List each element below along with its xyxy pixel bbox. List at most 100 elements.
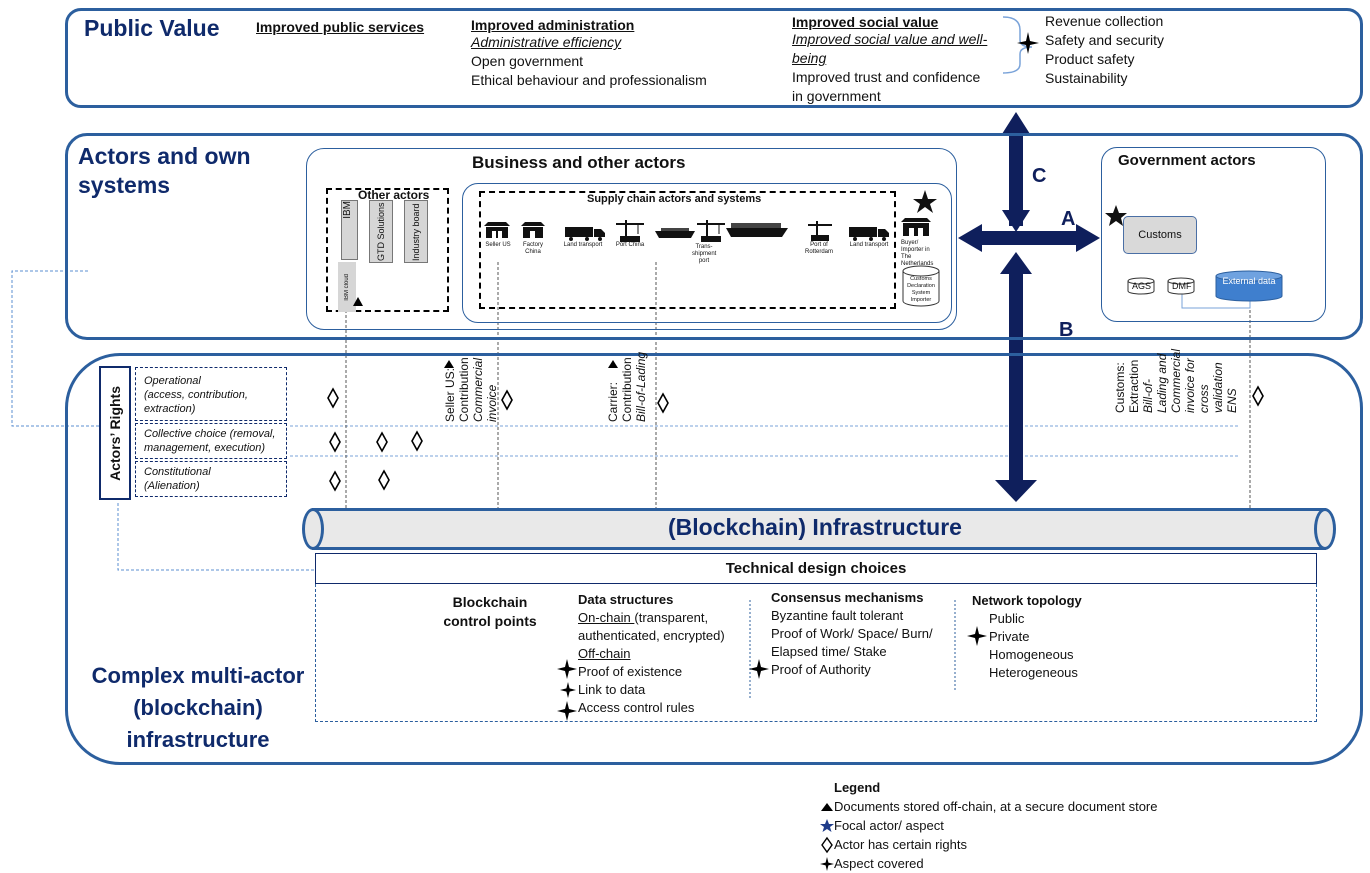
social-value-item: Improved trust and confidence xyxy=(792,69,981,85)
consensus-heading: Consensus mechanisms xyxy=(771,590,924,605)
social-value-sub: being xyxy=(792,50,827,66)
diamond-icon xyxy=(657,392,669,414)
diamond-icon xyxy=(329,431,341,453)
improved-administration-column: Improved administration Administrative e… xyxy=(471,17,707,90)
external-data-label: External data xyxy=(1222,276,1276,286)
diamond-icon xyxy=(1252,385,1264,407)
onchain-desc: (transparent, xyxy=(634,610,709,625)
carrier-rights-annotation: Carrier: Contribution Bill-of-Lading xyxy=(606,351,648,422)
topology-item: Heterogeneous xyxy=(989,665,1078,680)
legend-text: Aspect covered xyxy=(834,855,924,871)
customs-declaration-system: Customs Declaration System Importer xyxy=(907,276,935,303)
rights-level-text: extraction) xyxy=(144,403,196,415)
supply-chain-label: Port of Rotterdam xyxy=(804,242,833,255)
legend-item: Documents stored off-chain, at a secure … xyxy=(820,797,1157,816)
consensus-section: Consensus mechanisms Byzantine fault tol… xyxy=(771,589,933,679)
customs-label: Customs xyxy=(1138,229,1182,241)
business-actors-title: Business and other actors xyxy=(472,153,686,172)
consensus-item: Proof of Authority xyxy=(771,662,871,677)
annotation-line: cross xyxy=(1197,384,1211,413)
design-choices-title: Technical design choices xyxy=(725,560,907,577)
annotation-line: Carrier: xyxy=(606,381,620,422)
legend-text: Documents stored off-chain, at a secure … xyxy=(834,798,1158,814)
onchain-label: On-chain xyxy=(578,610,635,625)
crane-icon xyxy=(808,221,832,241)
public-value-goals: Revenue collection Safety and security P… xyxy=(1045,12,1164,88)
rights-level-operational: Operational (access, contribution, extra… xyxy=(135,367,287,421)
topology-item: Private xyxy=(989,629,1030,644)
legend-text: Actor has certain rights xyxy=(834,836,967,852)
legend-item: Aspect covered xyxy=(820,854,1157,873)
legend-title: Legend xyxy=(834,780,881,795)
supply-chain-label: Land transport xyxy=(563,242,603,248)
administrative-efficiency: Administrative efficiency xyxy=(471,34,622,50)
control-points-line: control points xyxy=(443,613,537,629)
infrastructure-title-line: infrastructure xyxy=(126,727,270,752)
rights-level-text: management, execution) xyxy=(144,442,266,454)
actors-title-line: Actors and own xyxy=(78,143,251,169)
building-icon xyxy=(484,222,510,238)
goal-item: Safety and security xyxy=(1045,32,1165,48)
other-actors-box xyxy=(326,188,449,312)
pipe-left-cap xyxy=(302,508,324,550)
topology-heading: Network topology xyxy=(972,593,1082,608)
rights-level-constitutional: Constitutional (Alienation) xyxy=(135,461,287,497)
data-structures-section: Data structures On-chain (transparent, a… xyxy=(578,591,725,717)
annotation-line: Commercial xyxy=(1169,348,1183,413)
other-actor-label: IBM xyxy=(342,201,353,219)
blockchain-pipe xyxy=(312,508,1326,550)
customs-rights-annotation: Customs: Extraction Bill-of- Lading and … xyxy=(1113,348,1239,413)
design-choices-body xyxy=(315,584,1317,722)
rights-level-text: Constitutional xyxy=(144,466,211,478)
crane-icon xyxy=(616,220,644,242)
rights-level-text: (access, contribution, xyxy=(144,389,248,401)
offchain-label: Off-chain xyxy=(578,646,631,661)
four-point-star-icon xyxy=(560,682,576,698)
ibm-cloud: IBM cloud xyxy=(338,262,356,312)
consensus-item: Proof of Work/ Space/ Burn/ xyxy=(771,626,933,641)
government-actors-title: Government actors xyxy=(1118,152,1256,169)
star-icon xyxy=(820,818,834,832)
goal-item: Revenue collection xyxy=(1045,13,1164,29)
ibm-cloud-label: IBM cloud xyxy=(344,273,350,301)
annotation-line: Bill-of-Lading xyxy=(634,351,648,422)
supply-chain-panel xyxy=(462,183,952,323)
arrow-label-a: A xyxy=(1061,208,1076,230)
annotation-line: Contribution xyxy=(620,357,634,422)
arrow-label-c: C xyxy=(1032,165,1047,187)
ags-label: AGS xyxy=(1132,281,1152,291)
star-icon xyxy=(913,190,937,213)
goal-item: Sustainability xyxy=(1045,70,1128,86)
onchain-desc: authenticated, encrypted) xyxy=(578,628,725,643)
actors-rights-label-box: Actors’ Rights xyxy=(99,366,131,500)
annotation-line: Lading and xyxy=(1155,353,1169,413)
diamond-icon xyxy=(501,389,513,411)
blockchain-infrastructure-label: (Blockchain) Infrastructure xyxy=(668,514,962,540)
annotation-line: validation xyxy=(1211,362,1225,413)
rights-level-text: (Alienation) xyxy=(144,480,200,492)
supply-chain-label: Port China xyxy=(615,242,645,248)
annotation-line: Extraction xyxy=(1127,359,1141,413)
control-points-label: Blockchain control points xyxy=(436,593,544,631)
other-actor-label: GTD Solutions xyxy=(376,202,386,261)
ship-icon xyxy=(726,223,788,237)
improved-public-services-heading: Improved public services xyxy=(256,19,425,35)
other-actors-title: Other actors xyxy=(358,188,430,202)
building-icon xyxy=(521,222,545,238)
diamond-icon xyxy=(376,431,388,453)
infrastructure-title: Complex multi-actor (blockchain) infrast… xyxy=(80,660,316,756)
diamond-icon xyxy=(378,469,390,491)
supply-chain-label: Seller US xyxy=(485,242,511,248)
customs-box: Customs xyxy=(1123,216,1197,254)
database-icon xyxy=(1127,277,1155,295)
seller-rights-annotation: Seller US: Contribution Commercial invoi… xyxy=(443,357,499,422)
annotation-line: Contribution xyxy=(457,357,471,422)
truck-icon xyxy=(565,227,605,241)
rights-level-text: Operational xyxy=(144,375,201,387)
actors-panel xyxy=(65,133,1363,340)
topology-item: Homogeneous xyxy=(989,647,1074,662)
actors-title-line: systems xyxy=(78,171,171,198)
admin-item: Ethical behaviour and professionalism xyxy=(471,72,707,88)
infrastructure-title-line: (blockchain) xyxy=(133,695,263,720)
admin-item: Open government xyxy=(471,53,584,69)
